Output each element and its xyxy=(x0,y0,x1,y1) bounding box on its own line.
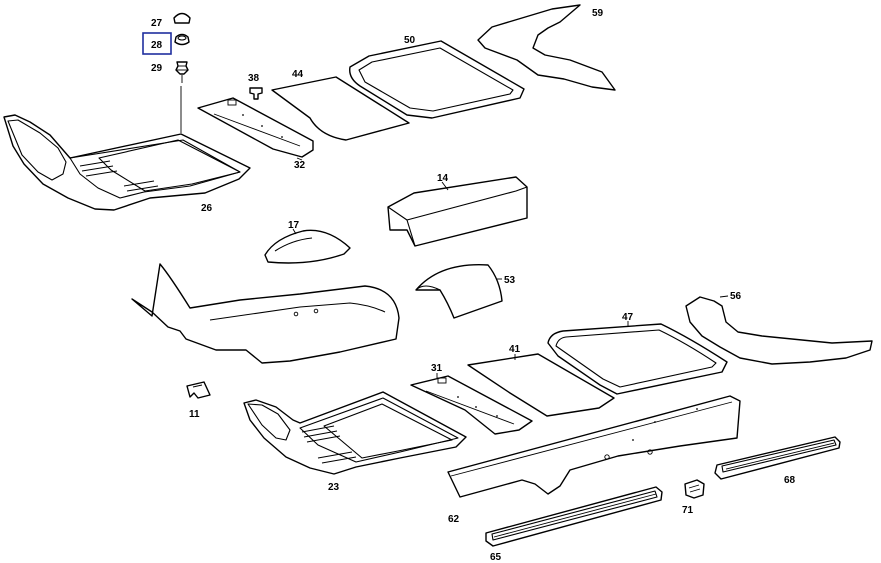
part-23-floor-mat[interactable] xyxy=(243,391,467,475)
callout-14[interactable]: 14 xyxy=(437,173,449,184)
part-28-grommet[interactable] xyxy=(174,33,190,46)
callout-47[interactable]: 47 xyxy=(622,312,634,323)
callout-38[interactable]: 38 xyxy=(248,73,260,84)
part-26-front-floor-mat[interactable] xyxy=(3,114,251,211)
callout-11[interactable]: 11 xyxy=(189,409,200,420)
callout-56[interactable]: 56 xyxy=(730,291,742,302)
callout-23[interactable]: 23 xyxy=(328,482,340,493)
part-11-clip[interactable] xyxy=(186,381,211,399)
callout-27[interactable]: 27 xyxy=(151,18,163,29)
leader-17 xyxy=(292,228,297,235)
callout-17[interactable]: 17 xyxy=(288,220,300,231)
part-29-clip[interactable] xyxy=(175,61,189,83)
part-50-floor-mat[interactable] xyxy=(349,40,525,119)
part-68-sill-strip[interactable] xyxy=(714,436,841,480)
callout-labels: 27 28 29 38 44 50 59 32 26 14 17 53 56 4… xyxy=(142,8,796,563)
part-41-insulation-mat[interactable] xyxy=(467,353,615,417)
part-56-rear-insulation[interactable] xyxy=(685,296,873,365)
part-31-insulation-mat[interactable] xyxy=(410,375,533,435)
callout-26[interactable]: 26 xyxy=(201,203,213,214)
callout-31[interactable]: 31 xyxy=(431,363,443,374)
part-53-cover[interactable] xyxy=(415,264,503,319)
floor-insulation-panel xyxy=(131,263,400,364)
part-47-rear-floor-mat[interactable] xyxy=(547,323,728,395)
callout-32[interactable]: 32 xyxy=(294,160,306,171)
selected-callout-box xyxy=(142,32,172,55)
callout-53[interactable]: 53 xyxy=(504,275,516,286)
part-27-plug[interactable] xyxy=(173,12,191,24)
part-65-sill-strip[interactable] xyxy=(485,486,663,547)
part-62-sill-panel[interactable] xyxy=(447,395,741,498)
part-32-insulation-mat[interactable] xyxy=(197,97,314,158)
part-59-floor-insulation[interactable] xyxy=(477,4,616,91)
leader-56 xyxy=(719,295,729,298)
callout-29[interactable]: 29 xyxy=(151,63,163,74)
part-14-tunnel-insulation[interactable] xyxy=(387,176,528,247)
part-44-insulation-mat[interactable] xyxy=(271,76,410,141)
callout-41[interactable]: 41 xyxy=(509,344,521,355)
leader-14 xyxy=(441,181,449,191)
callout-28[interactable]: 28 xyxy=(151,40,163,51)
callout-62[interactable]: 62 xyxy=(448,514,460,525)
callout-65[interactable]: 65 xyxy=(490,552,502,563)
callout-44[interactable]: 44 xyxy=(292,69,304,80)
part-71-clip[interactable] xyxy=(684,479,705,499)
leader-32 xyxy=(296,157,303,161)
part-38-clip[interactable] xyxy=(249,87,263,100)
callout-71[interactable]: 71 xyxy=(682,505,694,516)
part-17-cover[interactable] xyxy=(264,229,351,264)
callout-68[interactable]: 68 xyxy=(784,475,796,486)
callout-50[interactable]: 50 xyxy=(404,35,416,46)
callout-59[interactable]: 59 xyxy=(592,8,604,19)
